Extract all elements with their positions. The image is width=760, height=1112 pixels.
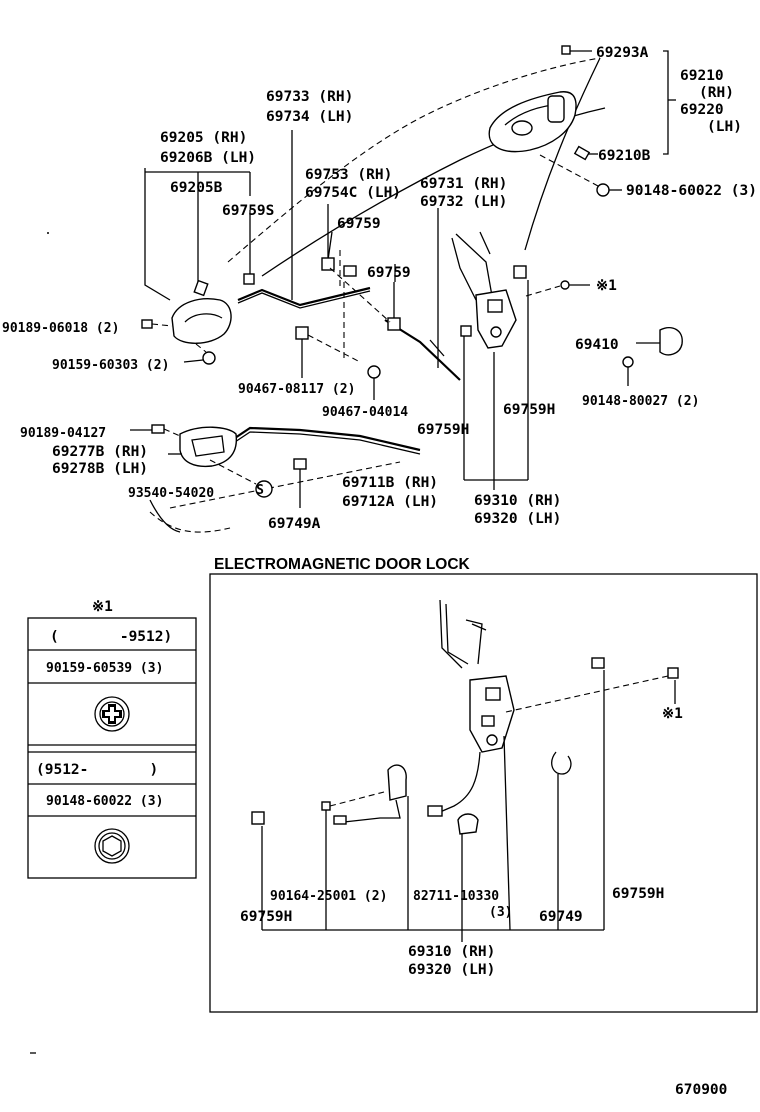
label-69410: 69410 [575, 337, 619, 353]
bracket-69310-main [463, 280, 529, 490]
label-69206B: 69206B (LH) [160, 150, 256, 166]
label-69734: 69734 (LH) [266, 109, 353, 125]
screw-90189-06018-icon [141, 319, 173, 329]
label-69759H-b: 69759H [417, 422, 469, 438]
label-69205B: 69205B [170, 180, 223, 196]
label-circle-s: S [256, 483, 264, 498]
bolt-90148-60022-icon [539, 154, 622, 197]
screw-90189-04127-icon [130, 424, 181, 437]
label-69712A: 69712A (LH) [342, 494, 438, 510]
legend-row-2: 90159-60539 (3) [46, 661, 163, 676]
label-69210B: 69210B [598, 148, 651, 164]
inset-bracket-69310 [262, 735, 604, 942]
label-69220: 69220 [680, 102, 724, 118]
label-69210-rh: (RH) [699, 85, 734, 101]
inset-label-69759H-left: 69759H [240, 909, 292, 925]
inset-label-69320: 69320 (LH) [408, 962, 495, 978]
clip-69759-b-icon [387, 282, 401, 331]
label-90189-04127: 90189-04127 [20, 426, 106, 441]
inset-label-69310: 69310 (RH) [408, 944, 495, 960]
door-lock-assembly [451, 231, 590, 349]
inside-door-handle [171, 279, 232, 344]
label-90467-04014: 90467-04014 [322, 405, 408, 420]
screw-69293A-icon [561, 45, 592, 55]
label-90467-08117: 90467-08117 (2) [238, 382, 355, 397]
phillips-screw-icon [94, 696, 130, 732]
label-69731: 69731 (RH) [420, 176, 507, 192]
bracket-69205 [144, 168, 251, 301]
rod-69753-69754C [327, 204, 333, 264]
label-69759S: 69759S [222, 203, 274, 219]
leader-lines [394, 264, 445, 357]
screw-90159-60303-icon [183, 343, 216, 365]
label-69753: 69753 (RH) [305, 167, 392, 183]
label-69277B: 69277B (RH) [52, 444, 148, 460]
label-69278B: 69278B (LH) [52, 461, 148, 477]
inset-label-69749: 69749 [539, 909, 583, 925]
inset-label-69759H-right: 69759H [612, 886, 664, 902]
label-69310-top: 69310 (RH) [474, 493, 561, 509]
striker-69410 [622, 326, 683, 386]
inset-label-82711-qty: (3) [489, 905, 512, 920]
label-69749A: 69749A [268, 516, 321, 532]
label-69732: 69732 (LH) [420, 194, 507, 210]
label-69293A: 69293A [596, 45, 649, 61]
label-93540-54020: 93540-54020 [128, 486, 214, 501]
label-90189-06018: 90189-06018 (2) [2, 321, 119, 336]
label-69320-top: 69320 (LH) [474, 511, 561, 527]
inset-label-90164-25001: 90164-25001 (2) [270, 889, 387, 904]
legend-title: ※1 [92, 599, 113, 615]
inset-clip-69759H-right-icon [505, 657, 679, 930]
legend-row-4: 90148-60022 (3) [46, 794, 163, 809]
electromagnetic-inset: ELECTROMAGNETIC DOOR LOCK [209, 556, 758, 1013]
label-note1-top: ※1 [596, 278, 617, 294]
hex-bolt-icon [94, 828, 130, 864]
inset-connector-90164-icon [321, 764, 409, 930]
label-69220-lh: (LH) [707, 119, 742, 135]
clip-69210B-icon [573, 145, 598, 161]
inset-clip-69749-icon [551, 751, 572, 930]
inset-label-82711-10330: 82711-10330 [413, 889, 499, 904]
inset-title: ELECTROMAGNETIC DOOR LOCK [214, 556, 471, 573]
rod-69711B-69712A [231, 426, 421, 455]
rod-69731-69732 [384, 208, 461, 381]
label-69733: 69733 (RH) [266, 89, 353, 105]
label-90159-60303: 90159-60303 (2) [52, 358, 169, 373]
label-69711B: 69711B (RH) [342, 475, 438, 491]
plug-93540-54020-icon [209, 459, 273, 498]
label-90148-80027: 90148-80027 (2) [582, 394, 699, 409]
figure-number: 670900 [675, 1082, 727, 1098]
legend-row-3: (9512- ) [36, 762, 158, 778]
clip-69759S-icon [243, 210, 255, 285]
inset-bolt-82711-icon [457, 813, 479, 930]
legend-table: ※1 ( -9512) 90159-60539 (3) (9512- ) 901… [27, 599, 197, 879]
clip-90467-08117-icon [295, 326, 361, 378]
clip-69759-a-icon [321, 257, 357, 277]
label-69759H-a: 69759H [503, 402, 555, 418]
label-69754C: 69754C (LH) [305, 185, 401, 201]
lower-handle-69277B [168, 426, 238, 468]
inset-label-note1: ※1 [662, 706, 683, 722]
dashed-guides [329, 267, 391, 360]
inset-clip-69759H-left-icon [251, 811, 265, 930]
stray-dot [47, 232, 49, 234]
inset-wire-harness [427, 751, 481, 817]
label-69759-b: 69759 [367, 265, 411, 281]
label-90148-60022: 90148-60022 (3) [626, 183, 757, 199]
label-69759-a: 69759 [337, 216, 381, 232]
clip-90467-04014-icon [367, 365, 381, 400]
inset-lock-assembly [439, 599, 515, 753]
bracket-69210-69220 [663, 50, 676, 155]
legend-row-1: ( -9512) [50, 629, 172, 645]
label-69205: 69205 (RH) [160, 130, 247, 146]
rod-69733-69734 [237, 130, 371, 309]
clip-69749A-icon [293, 458, 307, 508]
outside-door-handle [488, 91, 577, 153]
label-69210: 69210 [680, 68, 724, 84]
